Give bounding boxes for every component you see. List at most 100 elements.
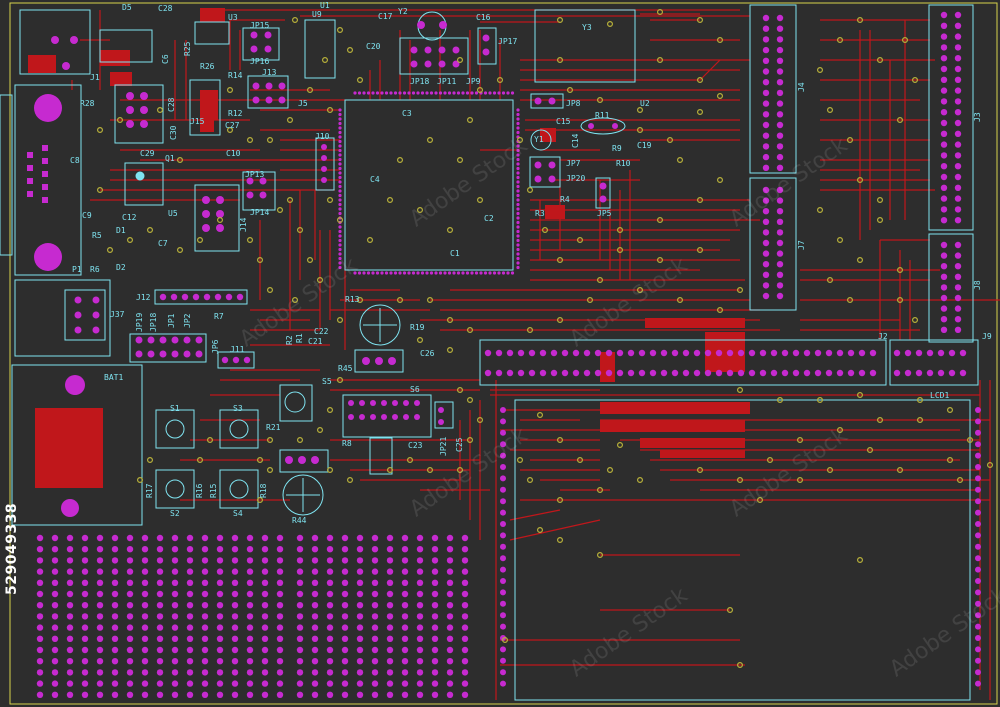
header-j3-pad bbox=[940, 33, 948, 40]
header-j3-pad bbox=[940, 87, 948, 94]
proto-pad bbox=[171, 579, 179, 586]
proto-pad bbox=[36, 568, 44, 575]
header-j8-pad bbox=[954, 263, 962, 270]
jumper-pad bbox=[252, 82, 260, 90]
switch-s6-pad bbox=[381, 414, 387, 420]
proto-pad bbox=[51, 602, 59, 609]
ic-pin bbox=[425, 271, 429, 275]
ic-pin bbox=[416, 91, 420, 95]
db9-mount bbox=[34, 94, 62, 122]
proto-pad bbox=[186, 546, 194, 553]
header-j12-pad bbox=[181, 293, 189, 301]
header-j4-pad bbox=[776, 132, 784, 139]
header-j37-pad bbox=[92, 296, 100, 304]
battery-terminal bbox=[65, 375, 85, 395]
jumper-pad bbox=[424, 60, 432, 68]
jumper-pad bbox=[140, 106, 148, 114]
header-j9-pad bbox=[937, 369, 945, 377]
via bbox=[616, 227, 623, 234]
proto-pad bbox=[431, 624, 439, 631]
header-j2-pad bbox=[693, 369, 701, 377]
jumper-pad bbox=[147, 350, 155, 358]
via bbox=[826, 467, 833, 474]
via bbox=[407, 457, 414, 464]
lcd-pad bbox=[975, 680, 981, 687]
proto-pad bbox=[171, 557, 179, 564]
ic-pin bbox=[357, 271, 362, 275]
ic-pin bbox=[516, 216, 520, 220]
ic-pin bbox=[516, 180, 520, 184]
jumper-pad bbox=[147, 336, 155, 344]
label-c21: C21 bbox=[308, 337, 323, 346]
proto-pad bbox=[201, 613, 209, 620]
header-j3-pad bbox=[940, 173, 948, 181]
header-j2-pad bbox=[671, 369, 679, 377]
db9-pin bbox=[42, 171, 48, 177]
header-j2-pad bbox=[594, 369, 602, 377]
header-j4-pad bbox=[762, 79, 770, 86]
via bbox=[956, 477, 963, 484]
header-j3-pad bbox=[954, 55, 962, 62]
jumper-pad bbox=[159, 350, 167, 358]
proto-pad bbox=[446, 590, 454, 598]
ic-pin bbox=[338, 211, 342, 216]
proto-pad bbox=[371, 669, 379, 676]
label-u3: U3 bbox=[228, 13, 238, 22]
header-j3-pad bbox=[940, 152, 948, 159]
switch-s6-pad bbox=[381, 400, 387, 406]
via bbox=[826, 106, 833, 113]
proto-pad bbox=[461, 658, 469, 665]
proto-pad bbox=[416, 691, 424, 698]
header-j9-pad bbox=[948, 349, 956, 357]
proto-pad bbox=[246, 646, 254, 654]
via bbox=[96, 126, 103, 133]
header-j8-pad bbox=[954, 326, 962, 333]
ic-pin bbox=[516, 265, 520, 270]
proto-pad bbox=[296, 680, 304, 687]
proto-pad bbox=[356, 557, 364, 564]
label-s5: S5 bbox=[322, 377, 332, 386]
proto-pad bbox=[156, 613, 164, 620]
proto-pad bbox=[96, 635, 104, 642]
ic-pin bbox=[443, 271, 447, 275]
db9-pin bbox=[27, 178, 33, 184]
header-j2-pad bbox=[682, 349, 690, 357]
via bbox=[267, 467, 274, 474]
proto-pad bbox=[81, 534, 89, 542]
crystal-pad bbox=[439, 21, 447, 29]
proto-pad bbox=[111, 680, 119, 687]
proto-pad bbox=[156, 624, 164, 631]
proto-pad bbox=[156, 658, 164, 665]
lcd-pad bbox=[500, 532, 506, 539]
proto-pad bbox=[156, 534, 164, 542]
proto-pad bbox=[431, 669, 439, 676]
proto-pad bbox=[326, 568, 334, 575]
proto-pad bbox=[356, 691, 364, 698]
header-j12-pad bbox=[192, 293, 200, 301]
header-j2-pad bbox=[660, 369, 668, 377]
proto-pad bbox=[446, 635, 454, 642]
via bbox=[427, 467, 434, 474]
header-j4-pad bbox=[762, 36, 770, 43]
proto-pad bbox=[216, 602, 224, 609]
proto-pad bbox=[141, 579, 149, 586]
ic-pin bbox=[492, 271, 497, 275]
proto-pad bbox=[126, 669, 134, 676]
db9-pin bbox=[42, 145, 48, 151]
header-j4-pad bbox=[776, 36, 784, 43]
label-c25: C25 bbox=[455, 437, 464, 452]
proto-pad bbox=[156, 602, 164, 609]
ic-pin bbox=[353, 271, 357, 275]
header-j11-pad bbox=[221, 356, 229, 364]
proto-pad bbox=[156, 568, 164, 575]
ic-pin bbox=[402, 91, 407, 95]
via bbox=[596, 487, 603, 494]
proto-pad bbox=[296, 534, 304, 542]
label-j4: J4 bbox=[797, 82, 806, 92]
proto-pad bbox=[356, 590, 364, 598]
proto-pad bbox=[326, 579, 334, 586]
proto-pad bbox=[401, 646, 409, 654]
ic-pin bbox=[402, 271, 407, 275]
header-j8-pad bbox=[954, 305, 962, 312]
